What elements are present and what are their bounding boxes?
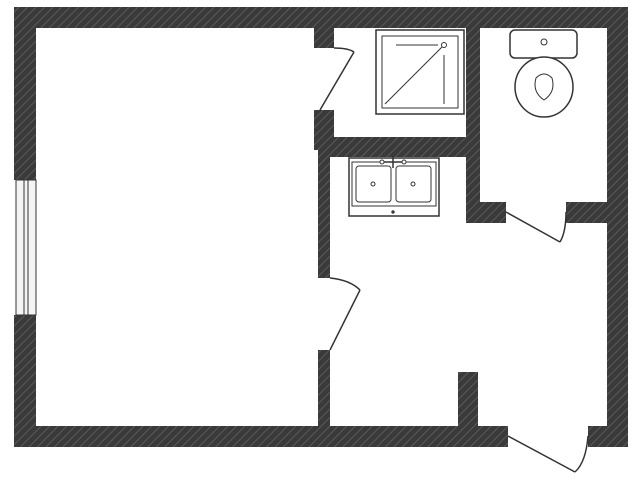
door-entrance: [507, 435, 589, 473]
wall-toilet-bottom-left: [466, 202, 506, 223]
door-main-room-to-shower: [319, 47, 355, 111]
double-sink: [348, 156, 440, 217]
wall-bottom: [14, 426, 508, 447]
outer-walls: [14, 7, 628, 447]
wall-kitchen-divider: [318, 150, 330, 278]
wall-mainroom-lower: [318, 350, 330, 426]
wall-hall-stub: [458, 372, 478, 426]
interior-walls: [314, 28, 628, 426]
wall-left-upper: [14, 7, 36, 180]
wall-mainroom-top-stub: [314, 28, 334, 48]
wall-shower-toilet: [466, 28, 480, 223]
window-west: [15, 179, 37, 316]
wall-left-lower: [14, 315, 36, 447]
door-main-room-to-kitchen: [329, 277, 361, 351]
door-toilet: [505, 211, 567, 243]
wall-shower-bottom: [318, 137, 478, 157]
wall-toilet-bottom-right: [566, 202, 628, 223]
toilet: [509, 29, 578, 118]
wall-top: [14, 7, 628, 28]
wall-right: [607, 7, 628, 447]
shower-tray: [375, 29, 465, 115]
